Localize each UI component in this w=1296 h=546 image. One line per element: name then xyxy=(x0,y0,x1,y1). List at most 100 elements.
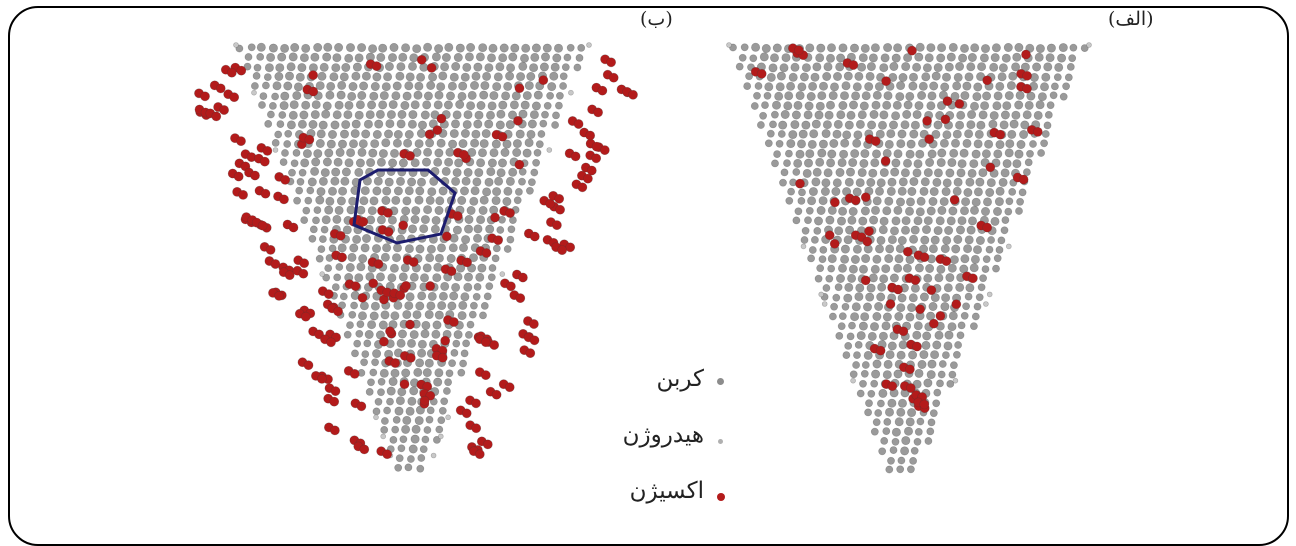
carbon-atom xyxy=(829,139,839,149)
carbon-atom xyxy=(910,446,919,455)
carbon-atom xyxy=(960,311,969,320)
carbon-atom xyxy=(448,243,458,253)
oxygen-atom xyxy=(401,280,411,291)
carbon-atom xyxy=(872,196,882,206)
carbon-atom xyxy=(1000,226,1009,235)
carbon-atom xyxy=(365,387,374,396)
carbon-atom xyxy=(422,368,432,378)
carbon-atom xyxy=(537,130,546,138)
oxygen-atom xyxy=(985,162,996,173)
carbon-atom xyxy=(947,158,957,168)
carbon-atom xyxy=(444,42,454,52)
carbon-atom xyxy=(750,102,759,110)
carbon-atom xyxy=(945,273,955,283)
carbon-atom xyxy=(1005,139,1015,149)
carbon-atom xyxy=(252,72,261,80)
carbon-atom xyxy=(921,340,931,350)
carbon-atom xyxy=(331,283,340,291)
carbon-atom xyxy=(469,81,479,91)
oxygen-atom xyxy=(378,336,389,347)
carbon-atom xyxy=(1015,207,1023,215)
carbon-atom xyxy=(885,350,895,360)
carbon-atom xyxy=(460,292,470,302)
carbon-atom xyxy=(798,129,808,139)
oxygen-atom xyxy=(405,150,415,161)
carbon-atom xyxy=(914,368,924,378)
carbon-atom xyxy=(410,158,420,168)
carbon-atom xyxy=(470,138,480,148)
carbon-atom xyxy=(473,224,483,234)
carbon-atom xyxy=(402,196,412,206)
oxygen-atom xyxy=(919,252,930,263)
carbon-atom xyxy=(308,234,317,243)
hydrogen-atom xyxy=(986,291,993,298)
carbon-atom xyxy=(539,119,548,128)
carbon-atom xyxy=(881,264,891,274)
carbon-atom xyxy=(876,235,886,245)
carbon-atom xyxy=(931,71,941,81)
carbon-atom xyxy=(485,224,495,234)
carbon-atom xyxy=(411,424,421,434)
carbon-atom xyxy=(933,226,943,236)
carbon-atom xyxy=(529,110,539,120)
carbon-atom xyxy=(903,426,913,436)
carbon-atom xyxy=(941,293,951,303)
carbon-atom xyxy=(378,320,388,330)
carbon-atom xyxy=(902,158,912,168)
carbon-atom xyxy=(346,205,356,215)
carbon-atom xyxy=(905,417,915,427)
carbon-atom xyxy=(821,178,831,188)
carbon-atom xyxy=(306,186,315,195)
carbon-atom xyxy=(518,61,528,71)
carbon-atom xyxy=(342,225,352,235)
carbon-atom xyxy=(901,62,911,72)
carbon-atom xyxy=(857,168,867,178)
carbon-atom xyxy=(330,120,340,130)
carbon-atom xyxy=(367,100,377,110)
carbon-atom xyxy=(1012,159,1022,169)
carbon-atom xyxy=(977,62,987,72)
carbon-atom xyxy=(338,301,346,310)
carbon-atom xyxy=(948,206,958,216)
carbon-atom xyxy=(768,63,778,73)
carbon-atom xyxy=(434,44,444,54)
carbon-atom xyxy=(286,120,296,130)
carbon-atom xyxy=(1059,92,1068,101)
carbon-atom xyxy=(485,282,494,291)
oxygen-atom xyxy=(583,173,593,184)
carbon-atom xyxy=(900,168,910,178)
carbon-atom xyxy=(806,92,816,102)
carbon-atom xyxy=(913,159,923,169)
carbon-atom xyxy=(848,207,858,217)
carbon-atom xyxy=(832,129,842,139)
carbon-atom xyxy=(389,148,399,158)
carbon-atom xyxy=(373,176,383,186)
carbon-atom xyxy=(1000,168,1010,178)
oxygen-atom xyxy=(298,268,309,279)
carbon-atom xyxy=(429,176,439,186)
carbon-atom xyxy=(448,359,456,368)
carbon-atom xyxy=(928,301,938,311)
carbon-atom xyxy=(917,138,927,148)
carbon-atom xyxy=(420,110,430,120)
carbon-atom xyxy=(786,81,796,91)
carbon-atom xyxy=(910,225,920,235)
oxygen-atom xyxy=(419,395,430,406)
oxygen-atom xyxy=(359,444,370,455)
carbon-atom xyxy=(419,224,429,234)
carbon-atom xyxy=(438,291,448,301)
carbon-atom xyxy=(847,215,857,225)
carbon-atom xyxy=(775,139,784,148)
carbon-atom xyxy=(901,436,911,446)
oxygen-atom xyxy=(1022,70,1032,81)
carbon-atom xyxy=(900,120,910,130)
carbon-atom xyxy=(948,311,958,321)
carbon-atom xyxy=(881,321,891,331)
carbon-atom xyxy=(1016,140,1026,150)
carbon-atom xyxy=(386,397,394,406)
carbon-atom xyxy=(466,42,476,52)
carbon-atom xyxy=(464,52,474,62)
carbon-atom xyxy=(880,53,890,63)
carbon-atom xyxy=(261,81,270,90)
carbon-atom xyxy=(956,331,965,340)
